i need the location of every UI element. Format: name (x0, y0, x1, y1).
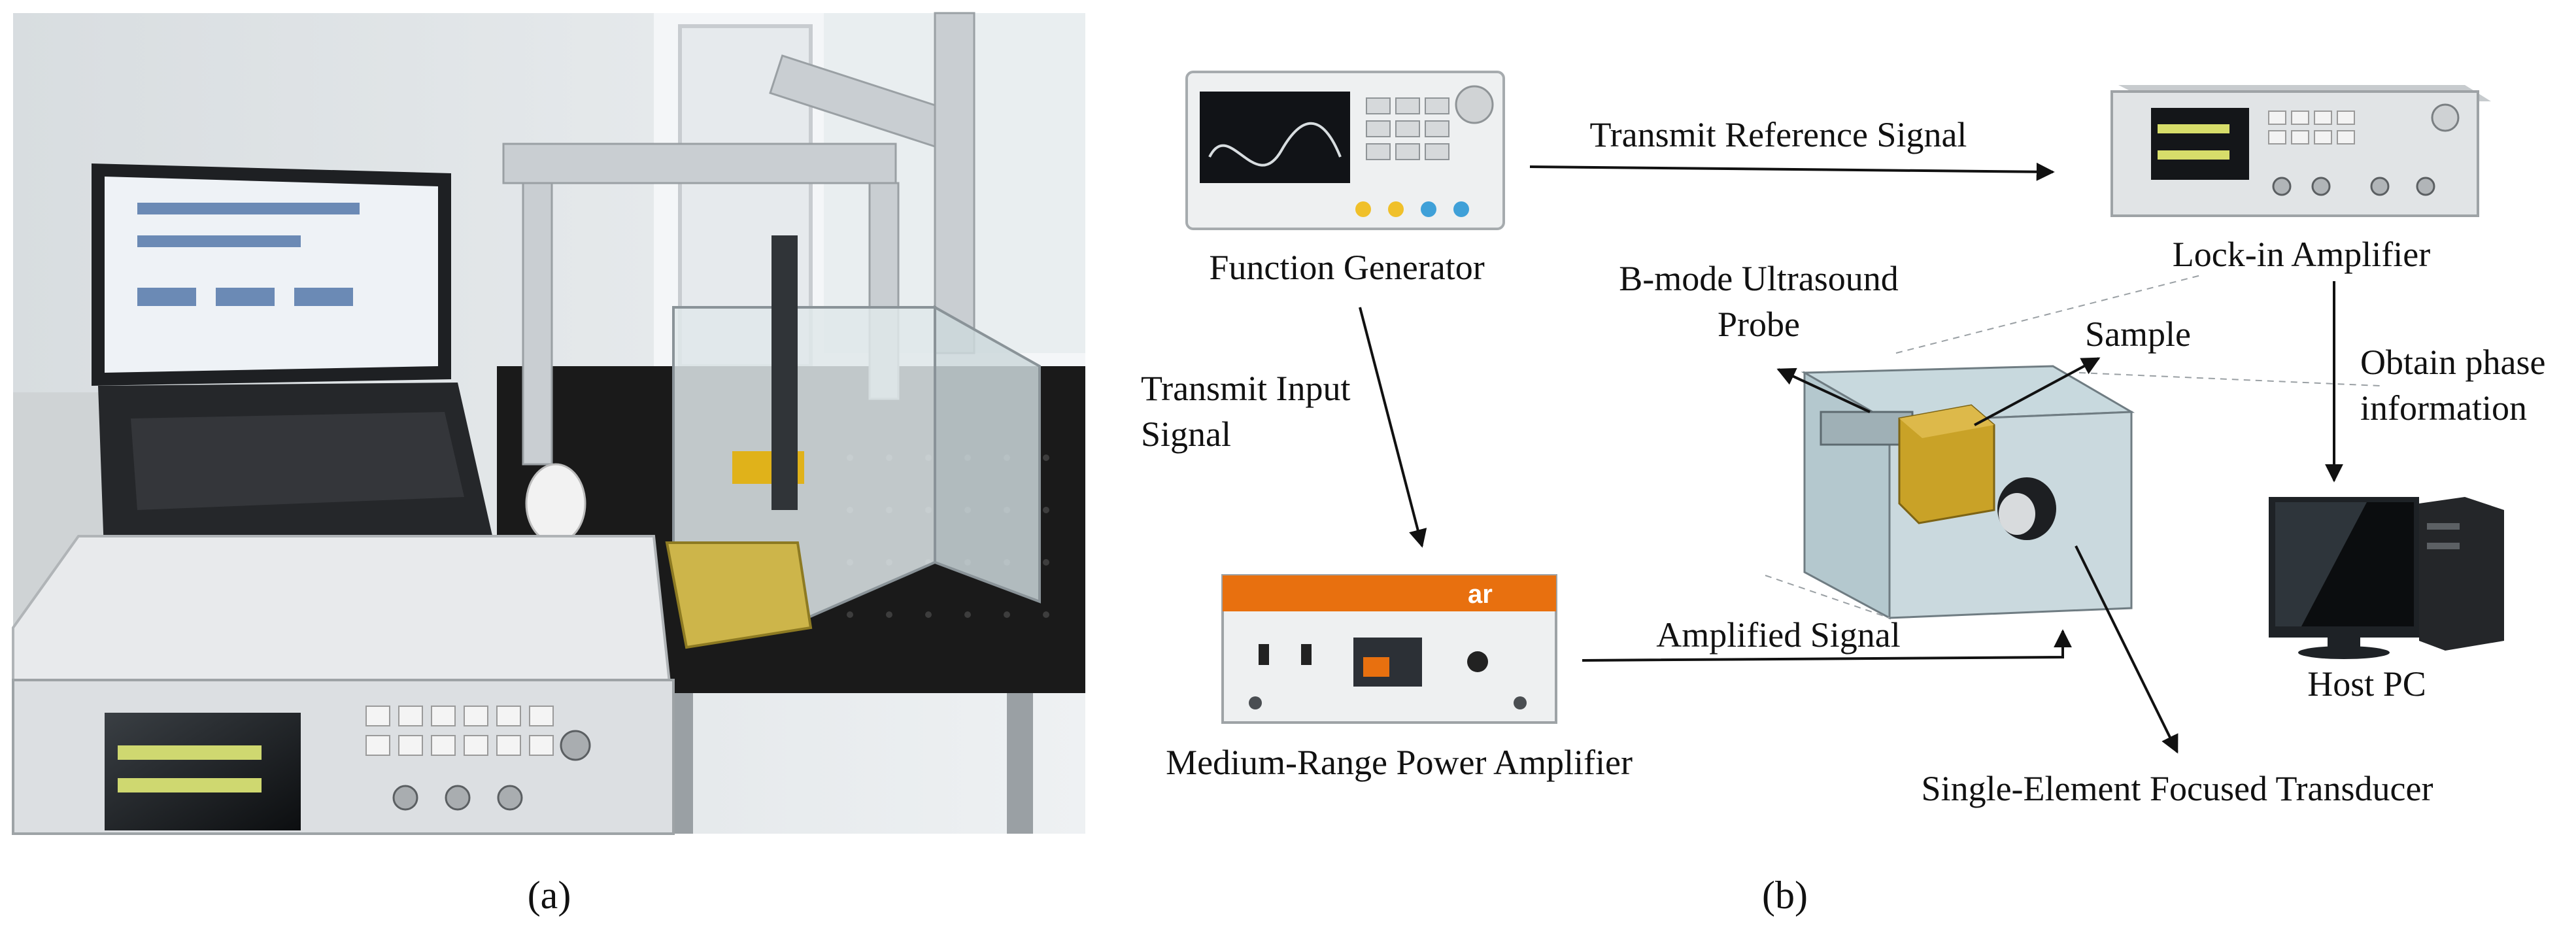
transducer-label: Single-Element Focused Transducer (1921, 769, 2433, 808)
phantom-slab (665, 541, 813, 649)
amplified-signal-label: Amplified Signal (1656, 615, 1901, 655)
lock-in-amplifier-photo (12, 535, 675, 835)
laptop (92, 163, 497, 569)
lock-in-amplifier-device (2110, 85, 2491, 217)
ultrasound-probe-label-line2: Probe (1718, 305, 1800, 344)
input-signal-arrow (1359, 307, 1427, 548)
sample-pointer-arrow (1974, 357, 2101, 426)
mouse (525, 463, 586, 544)
phase-info-label-line2: information (2360, 388, 2527, 428)
reference-signal-label: Transmit Reference Signal (1589, 115, 1967, 154)
lab-setup-photo (12, 12, 1085, 835)
power-amplifier-device: ar (1221, 574, 1557, 724)
host-pc-label: Host PC (2307, 664, 2426, 704)
transducer-pointer-arrow (2075, 545, 2178, 754)
power-amplifier-label: Medium-Range Power Amplifier (1166, 743, 1633, 782)
reference-signal-arrow (1529, 162, 2055, 181)
sample-label: Sample (2085, 315, 2191, 354)
panel-b-caption: (b) (1762, 874, 1808, 917)
phase-info-label-line1: Obtain phase (2360, 343, 2546, 382)
input-signal-label-line2: Signal (1141, 415, 1232, 454)
probe-pointer-arrow (1776, 367, 1871, 413)
host-pc-device (2269, 497, 2504, 659)
function-generator-device (1185, 71, 1505, 230)
amplified-signal-arrow (1582, 629, 2072, 662)
ultrasound-probe (1820, 411, 1914, 446)
sample-tank (1801, 365, 2135, 620)
lock-in-amplifier-label: Lock-in Amplifier (2172, 235, 2431, 274)
panel-a-caption: (a) (527, 874, 571, 917)
ultrasound-probe-label-line1: B-mode Ultrasound (1619, 259, 1899, 298)
input-signal-label-line1: Transmit Input (1141, 369, 1351, 408)
amplifier-brand-logo: ar (1468, 580, 1493, 609)
function-generator-label: Function Generator (1209, 248, 1485, 287)
